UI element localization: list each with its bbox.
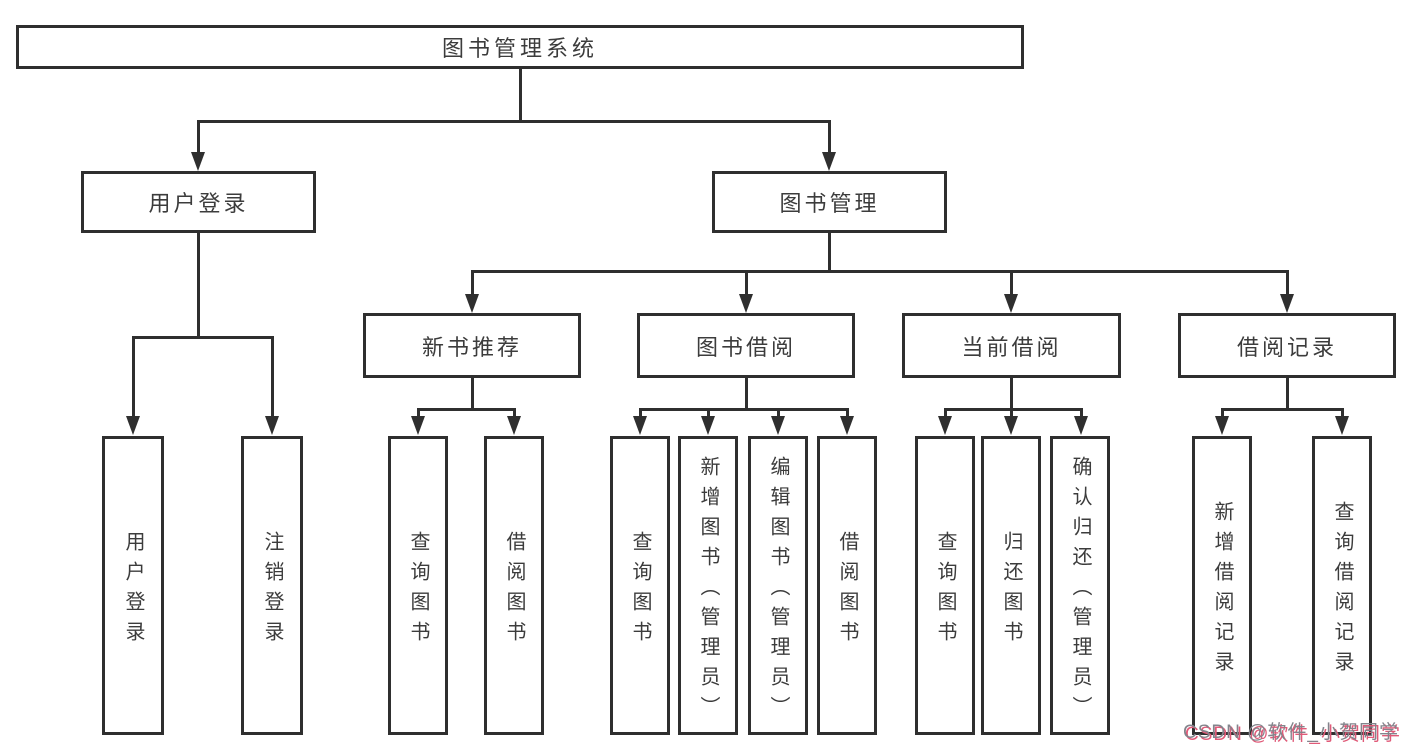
node-book-borrowing-label: 图书借阅 [695, 334, 796, 360]
leaf-query-borrow-record-label: 查询借阅记录 [1331, 500, 1353, 681]
node-borrowing-records-label: 借阅记录 [1236, 334, 1337, 360]
arrowhead-down [265, 416, 279, 435]
arrowhead-down [507, 416, 521, 435]
leaf-user-login: 用户登录 [102, 436, 164, 735]
node-library-system-label: 图书管理系统 [441, 36, 598, 61]
leaf-return-book-label: 归还图书 [1000, 530, 1022, 651]
leaf-query-books-recommend: 查询图书 [388, 436, 448, 735]
node-current-borrowing-label: 当前借阅 [961, 334, 1062, 360]
connector-line [707, 408, 710, 418]
arrowhead-down [191, 152, 205, 171]
connector-line [197, 120, 200, 153]
connector-line [745, 378, 748, 408]
connector-line [1221, 408, 1224, 418]
arrowhead-down [1335, 416, 1349, 435]
leaf-add-book-admin: 新增图书（管理员） [678, 436, 738, 735]
node-book-management-label: 图书管理 [779, 191, 880, 216]
node-library-system: 图书管理系统 [16, 25, 1024, 69]
leaf-query-books-current-label: 查询图书 [934, 530, 956, 651]
leaf-return-book: 归还图书 [981, 436, 1041, 735]
node-user-login: 用户登录 [81, 171, 316, 233]
node-user-login-label: 用户登录 [148, 191, 249, 216]
leaf-query-books-recommend-label: 查询图书 [407, 530, 429, 651]
connector-line [417, 408, 420, 418]
leaf-edit-book-admin-label: 编辑图书（管理员） [767, 455, 789, 726]
node-current-borrowing: 当前借阅 [902, 313, 1121, 378]
leaf-query-books-current: 查询图书 [915, 436, 975, 735]
connector-line [197, 233, 200, 336]
connector-line [745, 270, 748, 294]
connector-line [828, 120, 831, 153]
arrowhead-down [840, 416, 854, 435]
node-borrowing-records: 借阅记录 [1178, 313, 1396, 378]
connector-line [197, 120, 831, 123]
connector-line [271, 336, 274, 417]
arrowhead-down [465, 294, 479, 313]
connector-line [471, 378, 474, 408]
connector-line [944, 408, 947, 418]
connector-line [1080, 408, 1083, 418]
arrowhead-down [701, 416, 715, 435]
node-new-book-recommend-label: 新书推荐 [421, 334, 522, 360]
leaf-logout-label: 注销登录 [261, 530, 283, 651]
connector-line [132, 336, 135, 417]
leaf-borrow-books-recommend: 借阅图书 [484, 436, 544, 735]
leaf-edit-book-admin: 编辑图书（管理员） [748, 436, 808, 735]
leaf-confirm-return-admin: 确认归还（管理员） [1050, 436, 1110, 735]
arrowhead-down [1004, 294, 1018, 313]
connector-line [828, 233, 831, 270]
csdn-watermark: CSDN @软件_小贺同学 [1183, 722, 1399, 743]
arrowhead-down [739, 294, 753, 313]
connector-line [471, 270, 1288, 273]
connector-line [1010, 270, 1013, 294]
leaf-query-books-borrow: 查询图书 [610, 436, 670, 735]
connector-line [777, 408, 780, 418]
connector-line [417, 408, 516, 411]
arrowhead-down [1004, 416, 1018, 435]
leaf-add-book-admin-label: 新增图书（管理员） [697, 455, 719, 726]
arrowhead-down [938, 416, 952, 435]
connector-line [846, 408, 849, 418]
connector-line [519, 69, 522, 120]
connector-line [639, 408, 849, 411]
arrowhead-down [1215, 416, 1229, 435]
node-book-borrowing: 图书借阅 [637, 313, 855, 378]
connector-line [513, 408, 516, 418]
leaf-query-borrow-record: 查询借阅记录 [1312, 436, 1372, 735]
connector-line [1221, 408, 1343, 411]
arrowhead-down [126, 416, 140, 435]
leaf-borrow-books-recommend-label: 借阅图书 [503, 530, 525, 651]
arrowhead-down [1074, 416, 1088, 435]
connector-line [1341, 408, 1344, 418]
arrowhead-down [771, 416, 785, 435]
leaf-logout: 注销登录 [241, 436, 303, 735]
leaf-add-borrow-record: 新增借阅记录 [1192, 436, 1252, 735]
arrowhead-down [411, 416, 425, 435]
connector-line [1010, 408, 1013, 418]
connector-line [1010, 378, 1013, 408]
connector-line [471, 270, 474, 294]
arrowhead-down [633, 416, 647, 435]
connector-line [1286, 270, 1289, 294]
leaf-confirm-return-admin-label: 确认归还（管理员） [1069, 455, 1091, 726]
leaf-query-books-borrow-label: 查询图书 [629, 530, 651, 651]
connector-line [132, 336, 274, 339]
connector-line [639, 408, 642, 418]
connector-line [944, 408, 1083, 411]
leaf-borrow-books-label: 借阅图书 [836, 530, 858, 651]
node-new-book-recommend: 新书推荐 [363, 313, 581, 378]
leaf-add-borrow-record-label: 新增借阅记录 [1211, 500, 1233, 681]
arrowhead-down [822, 152, 836, 171]
arrowhead-down [1280, 294, 1294, 313]
leaf-borrow-books: 借阅图书 [817, 436, 877, 735]
node-book-management: 图书管理 [712, 171, 947, 233]
leaf-user-login-label: 用户登录 [122, 530, 144, 651]
connector-line [1286, 378, 1289, 408]
